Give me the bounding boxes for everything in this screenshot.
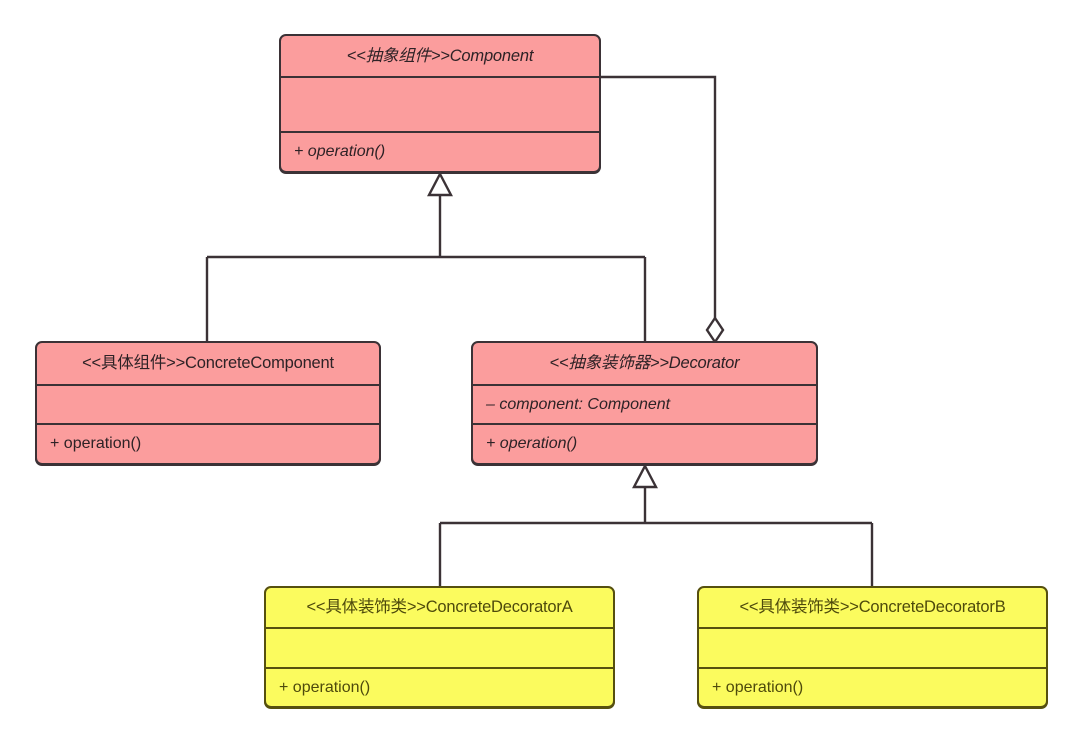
class-title-component: <<抽象组件>>Component (346, 46, 534, 65)
hollow-diamond-icon (705, 315, 725, 345)
class-method-concrete-component: + operation() (37, 423, 379, 463)
class-attributes-concrete-decorator-b (699, 626, 1046, 668)
hollow-triangle-icon (632, 463, 658, 489)
generalization-to-decorator (438, 463, 874, 586)
class-title-decorator: <<抽象装饰器>>Decorator (549, 354, 740, 373)
class-title-concrete-decorator-b: <<具体装饰类>>ConcreteDecoratorB (739, 598, 1006, 617)
class-attribute-decorator: – component: Component (473, 383, 816, 424)
class-attributes-concrete-component (37, 383, 379, 424)
hollow-triangle-icon (427, 171, 453, 197)
class-box-concrete-decorator-b[interactable]: <<具体装饰类>>ConcreteDecoratorB + operation(… (697, 586, 1048, 708)
class-method-component: + operation() (281, 131, 599, 171)
class-box-decorator[interactable]: <<抽象装饰器>>Decorator – component: Componen… (471, 341, 818, 465)
class-title-concrete-decorator-a: <<具体装饰类>>ConcreteDecoratorA (306, 598, 573, 617)
class-attributes-component (281, 75, 599, 131)
class-method-concrete-decorator-a: + operation() (266, 667, 613, 706)
class-box-concrete-component[interactable]: <<具体组件>>ConcreteComponent + operation() (35, 341, 381, 465)
generalization-to-component (205, 171, 647, 341)
aggregation-component-decorator (601, 75, 725, 345)
class-box-concrete-decorator-a[interactable]: <<具体装饰类>>ConcreteDecoratorA + operation(… (264, 586, 615, 708)
class-attributes-concrete-decorator-a (266, 626, 613, 668)
class-method-concrete-decorator-b: + operation() (699, 667, 1046, 706)
class-title-concrete-component: <<具体组件>>ConcreteComponent (82, 354, 334, 373)
class-box-component[interactable]: <<抽象组件>>Component + operation() (279, 34, 601, 173)
class-method-decorator: + operation() (473, 423, 816, 463)
